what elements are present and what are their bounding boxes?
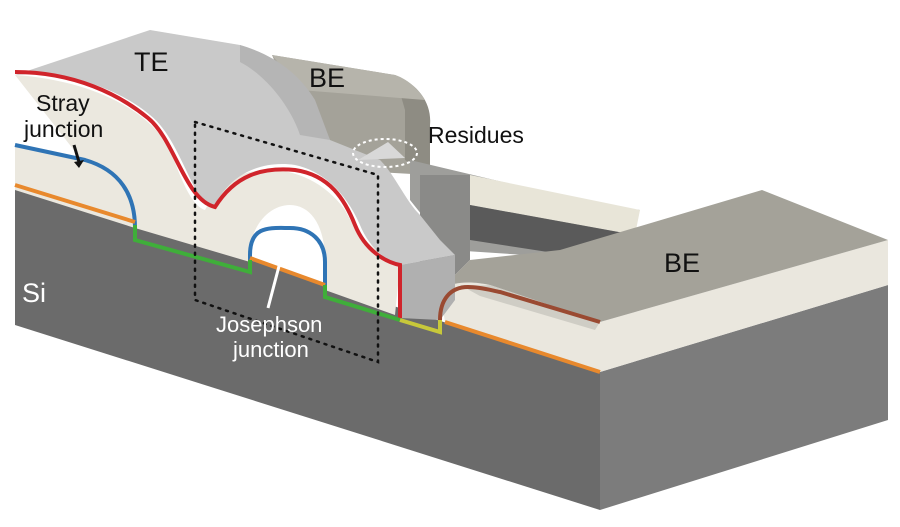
si-label: Si (22, 278, 46, 308)
interface-lines (14, 70, 601, 374)
trench (410, 160, 640, 290)
stray-pointer (72, 144, 81, 163)
orange-line-right (444, 320, 601, 374)
brown-line (438, 284, 601, 324)
green-line-1 (133, 225, 252, 275)
red-line (14, 70, 402, 318)
residue-ellipse (352, 138, 418, 168)
substrate-front-face (15, 185, 600, 510)
green-line-2 (323, 285, 401, 322)
oxide-layer-front (15, 75, 400, 315)
be-front-label: BE (664, 248, 700, 278)
stray-label-line2: junction (23, 116, 103, 142)
front-be-pad (440, 190, 888, 372)
substrate-right-face (600, 285, 888, 510)
josephson-label-line2: junction (232, 337, 309, 362)
yellow-line (399, 318, 442, 335)
blue-line-junction (248, 225, 327, 290)
orange-line-middle (249, 256, 326, 287)
josephson-pointer (266, 231, 290, 309)
te-structure (15, 30, 455, 320)
blue-line-stray (14, 143, 137, 229)
stray-pointer-head (74, 160, 84, 168)
residue-marker (352, 138, 418, 168)
te-label: TE (134, 47, 169, 77)
stray-label-line1: Stray (36, 90, 90, 116)
josephson-label-line1: Josephson (216, 312, 322, 337)
junction-highlight-box (193, 120, 380, 364)
te-top-surface (15, 30, 455, 265)
be-back-label: BE (309, 63, 345, 93)
residues-label: Residues (428, 122, 524, 148)
substrate-block (15, 185, 888, 510)
orange-line-left (14, 183, 136, 224)
